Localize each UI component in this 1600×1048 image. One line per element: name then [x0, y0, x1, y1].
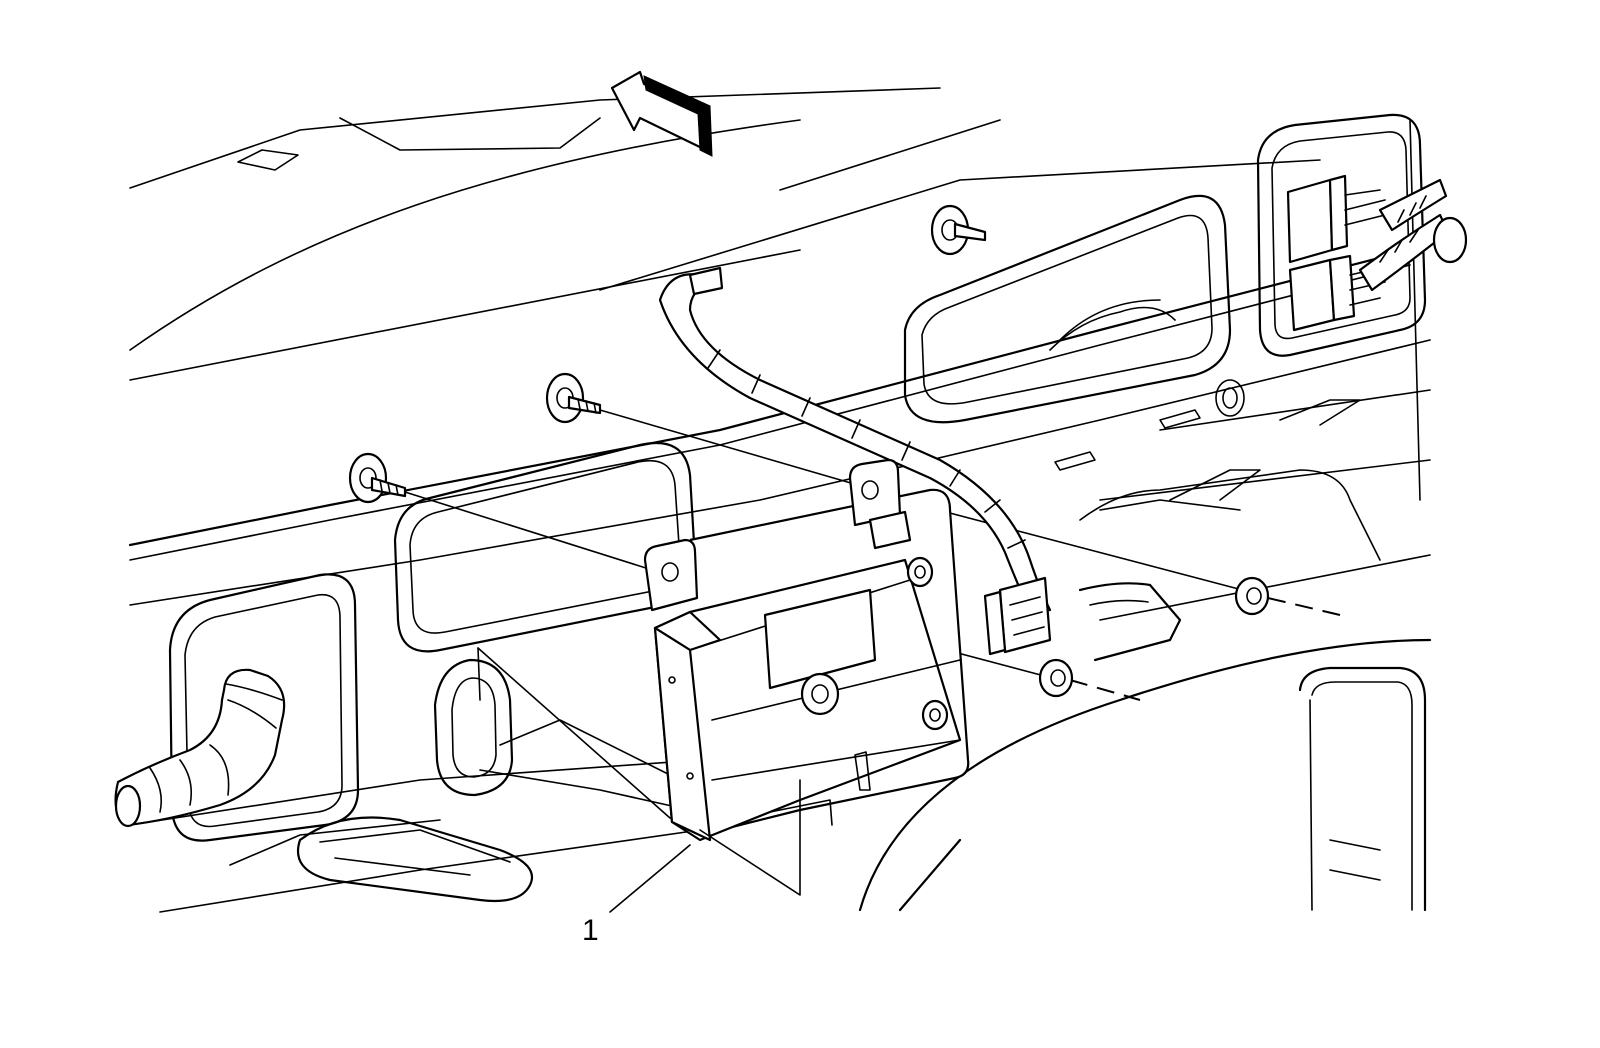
control-module [643, 458, 970, 842]
callout-1: 1 [582, 844, 691, 947]
harness-bracket [1078, 582, 1182, 662]
wiring-harness-right [1358, 178, 1468, 292]
floor-panel [296, 399, 1432, 912]
electrical-connector-upper [1286, 174, 1386, 264]
electrical-connector-lower [1288, 254, 1386, 332]
mounting-stud-left-2 [545, 372, 602, 424]
upper-trim-panel [129, 87, 1321, 381]
wiring-harness-left [114, 668, 286, 828]
mounting-stud-left-1 [348, 452, 407, 504]
right-upper-opening [903, 194, 1245, 471]
center-left-opening [393, 441, 697, 797]
callout-label-1: 1 [582, 914, 599, 947]
mounting-nut-upper [1234, 576, 1270, 616]
left-access-opening [168, 573, 360, 842]
mounting-nut-lower [1038, 658, 1074, 698]
right-connector-opening [1256, 113, 1427, 357]
mounting-stud-upper [930, 204, 987, 256]
wiring-harness-center [658, 266, 1052, 656]
view-indicator-lines [477, 647, 801, 896]
forward-arrow-icon [610, 70, 713, 157]
